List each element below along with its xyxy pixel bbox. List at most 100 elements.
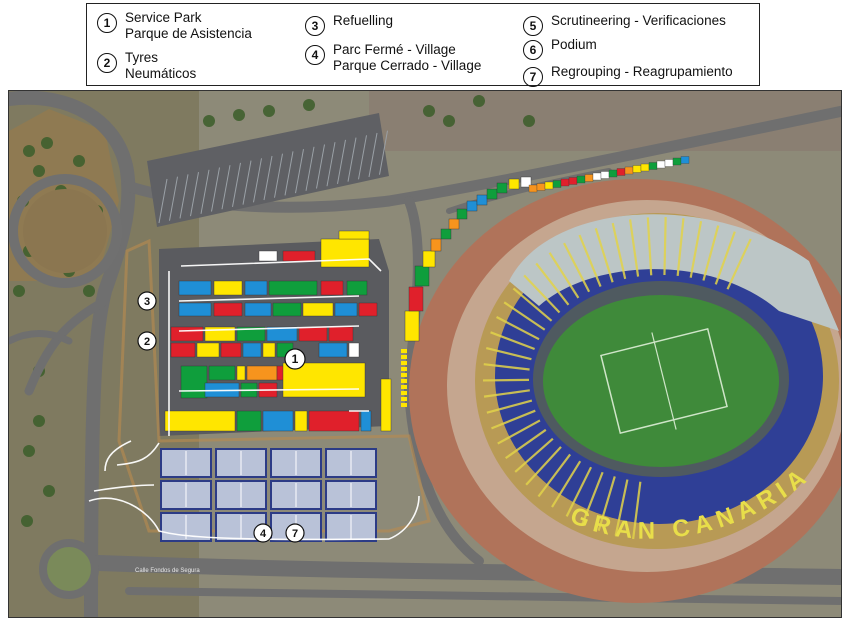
vehicle-block: [414, 265, 430, 287]
vehicle-block: [334, 302, 358, 317]
legend-label: Neumáticos: [125, 66, 197, 81]
legend-item-regrouping: 7 Regrouping - Reagrupamiento: [523, 64, 733, 87]
marker-number: 1: [292, 352, 299, 366]
vehicle-block: [656, 160, 666, 169]
seat-stripe: [486, 347, 532, 361]
vehicle-block: [178, 302, 212, 317]
vehicle-block: [440, 228, 452, 240]
seat-stripe: [548, 252, 580, 299]
legend-label: Tyres: [125, 50, 159, 65]
seat-stripe: [483, 363, 530, 371]
seat-stripe: [629, 219, 640, 277]
vehicle-block: [456, 208, 468, 220]
seat-stripe: [578, 234, 602, 287]
aerial-map[interactable]: GRAN CANARIA Calle Fondos de Segura 3 2 …: [8, 90, 842, 618]
vehicle-block: [476, 194, 488, 206]
seat-stripe: [537, 453, 572, 498]
legend-number-6: 6: [523, 40, 543, 60]
seat-stripe: [483, 389, 530, 398]
marker-service-park[interactable]: 1: [284, 348, 306, 370]
seat-stripe: [565, 466, 593, 517]
vehicle-block: [486, 188, 498, 200]
vehicle-block: [213, 280, 243, 296]
vehicle-block: [401, 379, 407, 383]
seat-stripe: [490, 331, 535, 351]
vehicle-block: [680, 156, 690, 164]
tree: [73, 155, 85, 167]
marker-number: 2: [144, 336, 150, 348]
vehicle-block: [320, 280, 344, 296]
parking-lot-north: [147, 113, 389, 227]
marker-tyres[interactable]: 2: [137, 331, 157, 351]
legend-number-3: 3: [305, 16, 325, 36]
parking-line: [347, 137, 357, 182]
tree: [423, 105, 435, 117]
marker-number: 7: [292, 528, 298, 540]
vehicle-block: [592, 172, 602, 181]
parc-ferme-tents: [160, 448, 377, 542]
tree: [203, 115, 215, 127]
parking-line: [316, 144, 325, 189]
seat-stripe: [714, 231, 736, 285]
vehicle-block: [236, 326, 266, 342]
vehicle-block: [346, 280, 368, 296]
vehicle-block: [213, 302, 243, 317]
vehicle-block: [348, 342, 360, 358]
parking-line: [274, 153, 283, 198]
vehicle-block: [401, 361, 407, 365]
legend-number-1: 1: [97, 13, 117, 33]
legend-label: Regrouping - Reagrupamiento: [551, 64, 733, 79]
vehicle-block: [528, 184, 538, 193]
vehicle-block: [272, 302, 302, 317]
seat-stripe: [491, 409, 536, 430]
stadium-pitch: [543, 295, 779, 467]
marker-refuelling[interactable]: 3: [137, 291, 157, 311]
parking-line: [263, 155, 273, 201]
vehicle-block: [318, 342, 348, 358]
parking-line: [221, 165, 231, 210]
vehicle-block: [448, 218, 460, 230]
vehicle-block: [298, 326, 328, 342]
vehicle-block: [552, 180, 562, 188]
seat-stripe: [689, 220, 703, 278]
legend-number-2: 2: [97, 53, 117, 73]
tree: [233, 109, 245, 121]
seat-stripe: [505, 428, 547, 460]
parking-line: [284, 151, 294, 196]
vehicle-block: [246, 365, 278, 381]
vehicle-block: [664, 159, 674, 167]
vehicle-block: [408, 286, 424, 312]
vehicle-block: [508, 178, 520, 190]
vehicle-block: [430, 238, 442, 252]
marker-parc-ferme[interactable]: 4: [253, 523, 273, 543]
vehicle-block: [576, 175, 586, 184]
tree: [21, 515, 33, 527]
vehicle-block: [242, 342, 262, 358]
flow-arrows: [88, 258, 420, 541]
seat-stripe: [512, 287, 553, 322]
seat-stripe: [486, 399, 533, 414]
pitch-halfway-line: [651, 332, 677, 430]
legend-item-refuelling: 3 Refuelling: [305, 13, 393, 36]
vehicle-block: [616, 168, 626, 176]
seat-stripe: [614, 479, 629, 536]
vehicle-block: [294, 410, 308, 432]
vehicle-block: [360, 410, 372, 432]
marker-regrouping[interactable]: 7: [285, 523, 305, 543]
vehicle-block: [208, 365, 236, 381]
tree: [443, 115, 455, 127]
legend-label: Refuelling: [333, 13, 394, 28]
vehicle-block: [401, 355, 407, 359]
vehicle-block: [258, 250, 278, 262]
parking-line: [305, 146, 315, 191]
tree: [23, 445, 35, 457]
vehicle-block: [244, 302, 272, 317]
parking-line: [253, 158, 262, 203]
tree: [13, 285, 25, 297]
vehicle-block: [236, 410, 262, 432]
vehicle-block: [308, 410, 360, 432]
